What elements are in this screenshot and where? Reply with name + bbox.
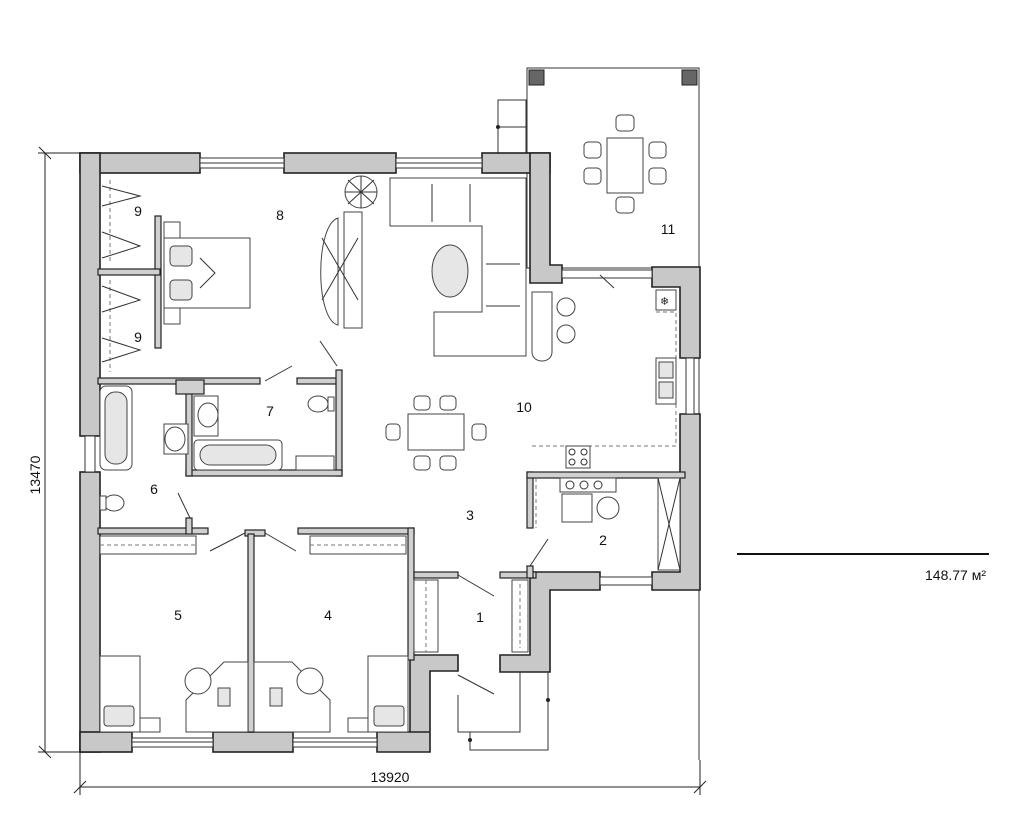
terrace-dining-set <box>583 114 667 214</box>
bathroom-7-fixtures <box>193 395 335 471</box>
room-number-3: 3 <box>466 507 474 523</box>
room-number-11: 11 <box>661 221 676 237</box>
exterior-walls <box>79 152 701 753</box>
windows <box>84 157 695 748</box>
horizontal-dimension <box>73 752 707 795</box>
dining-table <box>385 395 487 471</box>
bedroom-5-furniture <box>99 655 249 733</box>
vertical-dimension <box>38 146 80 759</box>
interior-walls <box>97 215 686 733</box>
corner-sofa <box>389 177 527 357</box>
room-number-9-upper: 9 <box>134 203 142 219</box>
room-number-1: 1 <box>476 609 484 625</box>
svg-text:❄: ❄ <box>660 296 669 308</box>
height-dimension-label: 13470 <box>27 455 43 494</box>
bar-counter <box>531 291 576 362</box>
utility-equipment <box>535 477 681 571</box>
room-number-8: 8 <box>276 207 284 223</box>
room-number-2: 2 <box>599 532 607 548</box>
master-bed <box>163 221 251 325</box>
plant <box>344 175 378 209</box>
bathroom-6-fixtures <box>99 385 189 512</box>
room-number-7: 7 <box>266 403 274 419</box>
tv-unit <box>320 211 363 329</box>
room-number-9-lower: 9 <box>134 329 142 345</box>
room-number-6: 6 <box>150 481 158 497</box>
door-swings <box>177 274 615 695</box>
total-area-label: 148.77 м² <box>925 567 986 583</box>
room-number-10: 10 <box>516 399 532 415</box>
width-dimension-label: 13920 <box>371 769 410 785</box>
room-number-5: 5 <box>174 607 182 623</box>
area-underline <box>737 553 989 555</box>
wardrobes <box>99 180 529 653</box>
room-number-4: 4 <box>324 607 332 623</box>
kitchen: ❄ <box>532 289 677 469</box>
entrance-steps <box>457 672 550 751</box>
bedroom-4-furniture <box>253 655 409 733</box>
